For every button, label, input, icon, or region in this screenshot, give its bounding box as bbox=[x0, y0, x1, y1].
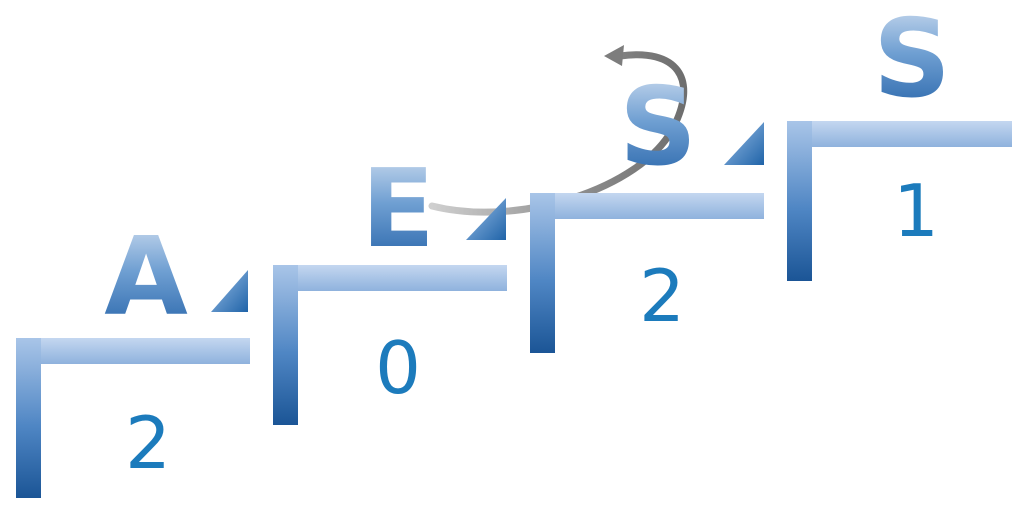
step-2-number: 0 bbox=[375, 326, 421, 410]
step-4-riser bbox=[787, 121, 812, 281]
step-4-number: 1 bbox=[893, 169, 939, 253]
step-3-tread bbox=[530, 193, 764, 219]
step-3-letter: S bbox=[619, 65, 697, 190]
step-2-letter: E bbox=[361, 147, 435, 272]
step-1: A 2 bbox=[16, 215, 250, 498]
step-2-triangle bbox=[466, 198, 506, 240]
step-2-riser bbox=[273, 265, 298, 425]
step-4-letter: S bbox=[873, 0, 951, 122]
step-3: S 2 bbox=[530, 65, 764, 353]
step-3-triangle bbox=[724, 122, 764, 165]
step-3-riser bbox=[530, 193, 555, 353]
arrow-head bbox=[604, 45, 624, 66]
step-2-tread bbox=[273, 265, 507, 291]
step-1-tread bbox=[16, 338, 250, 364]
step-1-triangle bbox=[211, 270, 248, 312]
step-4-tread bbox=[787, 121, 1012, 147]
curved-arrow bbox=[428, 45, 688, 216]
step-1-riser bbox=[16, 338, 41, 498]
step-4: S 1 bbox=[787, 0, 1012, 281]
step-2: E 0 bbox=[273, 147, 507, 425]
step-3-number: 2 bbox=[639, 254, 685, 338]
step-1-letter: A bbox=[104, 215, 188, 340]
step-1-number: 2 bbox=[125, 401, 171, 485]
